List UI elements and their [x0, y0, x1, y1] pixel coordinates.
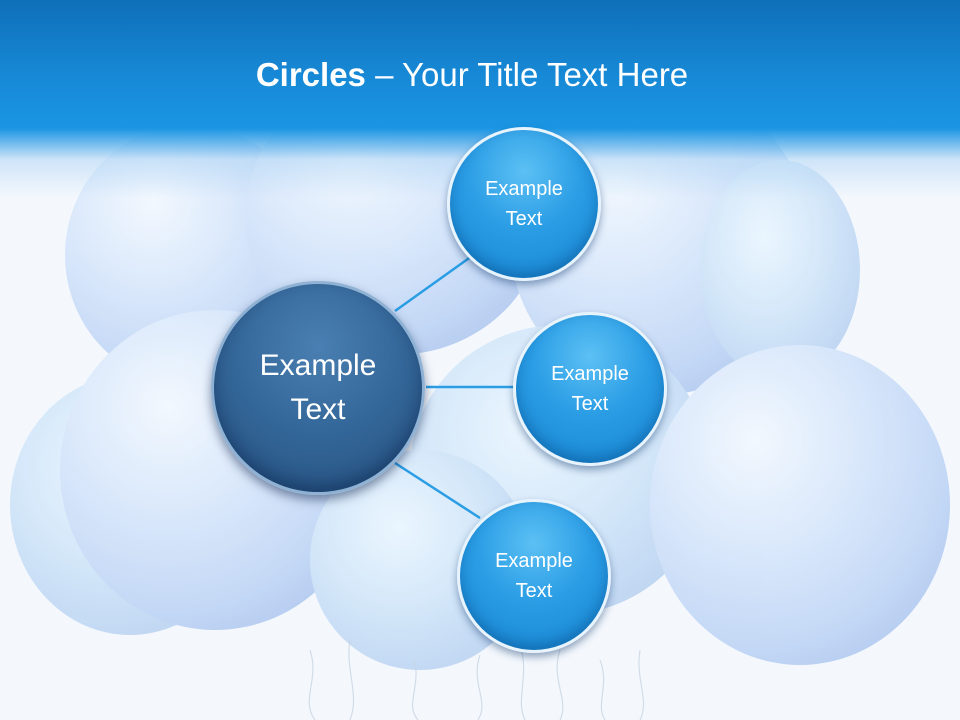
title-bar — [0, 0, 960, 128]
node-circle-2-label-line1: Example — [551, 363, 629, 385]
node-circle-1-label-line2: Text — [505, 208, 543, 230]
title-rest: – Your Title Text Here — [365, 56, 689, 93]
connector-to-node-3 — [394, 461, 481, 520]
node-circle-1: Example Text — [447, 127, 601, 281]
node-circle-1-label-line1: Example — [485, 178, 563, 200]
title-bold: Circles — [255, 56, 366, 93]
center-circle: Example Text — [211, 281, 425, 495]
slide-title: Circles – Your Title Text Here — [0, 54, 944, 96]
node-circle-2: Example Text — [513, 312, 667, 466]
center-circle-label-line2: Text — [290, 393, 346, 426]
node-circle-3: Example Text — [457, 499, 611, 653]
connector-to-node-1 — [394, 254, 473, 313]
node-circle-3-label-line1: Example — [495, 550, 573, 572]
center-circle-label-line1: Example — [259, 349, 377, 382]
node-circle-3-label-line2: Text — [515, 580, 553, 602]
node-circle-2-label-line2: Text — [571, 393, 609, 415]
